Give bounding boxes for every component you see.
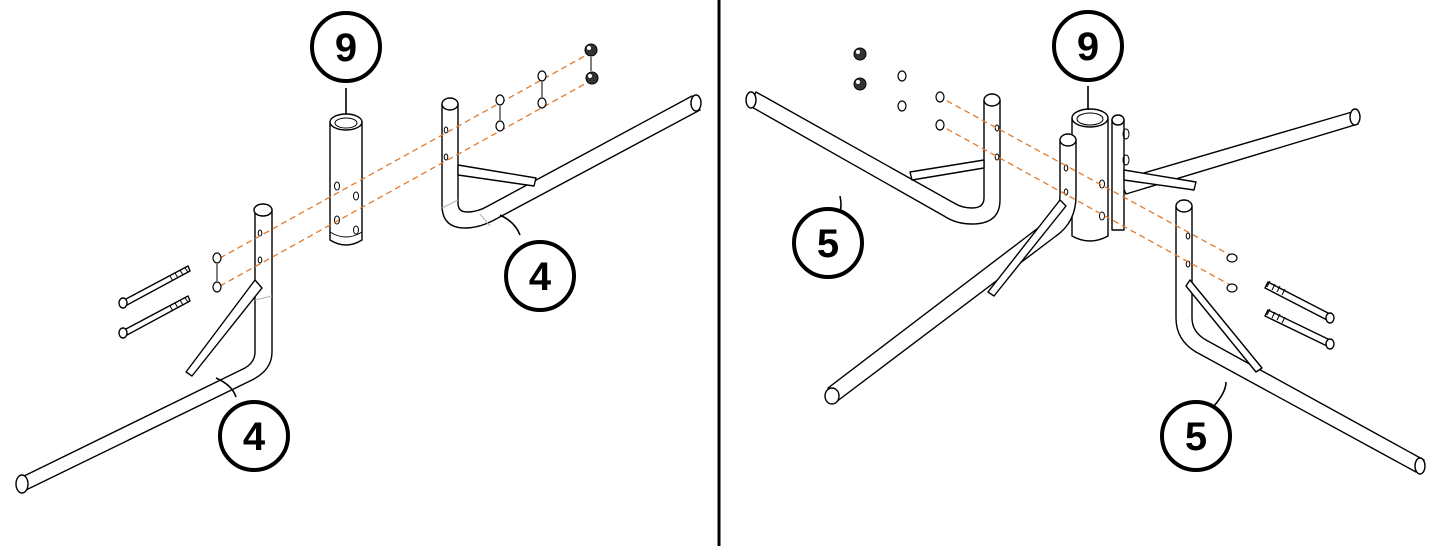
left-panel: 9 4 4 [15,11,702,494]
right-leg-front-right [1175,199,1426,475]
left-washer-6 [537,97,547,109]
left-leader-4-upper [499,214,521,236]
right-guide-line-upper [937,95,1233,257]
left-washer-1 [212,252,222,264]
left-nut-1 [584,43,598,57]
right-bolt-1 [1264,280,1335,324]
left-bolt-1 [118,265,191,309]
right-leg-front-left [824,133,1077,405]
right-leg-back-right [1111,108,1361,231]
right-nut-2 [853,77,867,91]
callout-left-9: 9 [310,11,382,83]
left-washer-3 [495,94,505,106]
left-leg-upper [441,94,702,229]
left-washer-2 [212,281,222,293]
svg-text:5: 5 [1185,415,1207,459]
callout-right-5-left: 5 [792,207,864,279]
svg-text:9: 9 [1077,25,1099,69]
svg-text:9: 9 [335,26,357,70]
left-center-post [329,113,363,246]
left-guide-line-upper [219,51,593,259]
callout-left-4-right: 4 [504,240,576,312]
left-washer-4 [495,120,505,132]
left-leader-4-lower [215,377,237,398]
right-washer-5 [1226,253,1238,263]
left-bolt-2 [118,295,191,339]
right-center-post [1071,108,1109,242]
right-washer-4 [935,119,945,131]
left-washer-5 [537,70,547,82]
right-leader-5-bottom [1213,381,1227,407]
right-nut-1 [853,47,867,61]
right-washer-3 [935,91,945,103]
callout-right-5-bottom: 5 [1160,400,1232,472]
right-washer-1 [897,70,907,82]
right-leg-back-left [745,91,1001,225]
right-bolt-2 [1264,308,1335,350]
svg-text:4: 4 [529,255,552,299]
right-washer-6 [1226,283,1238,293]
callout-left-4-bottom: 4 [218,400,290,472]
svg-text:4: 4 [243,415,266,459]
right-panel: 9 5 5 [745,10,1426,475]
left-nut-2 [585,71,599,85]
left-leg-lower [15,203,273,494]
right-washer-2 [897,100,907,112]
right-guide-line-lower [937,123,1233,287]
callout-right-9: 9 [1052,10,1124,82]
svg-text:5: 5 [817,222,839,266]
left-guide-line-lower [219,79,593,287]
